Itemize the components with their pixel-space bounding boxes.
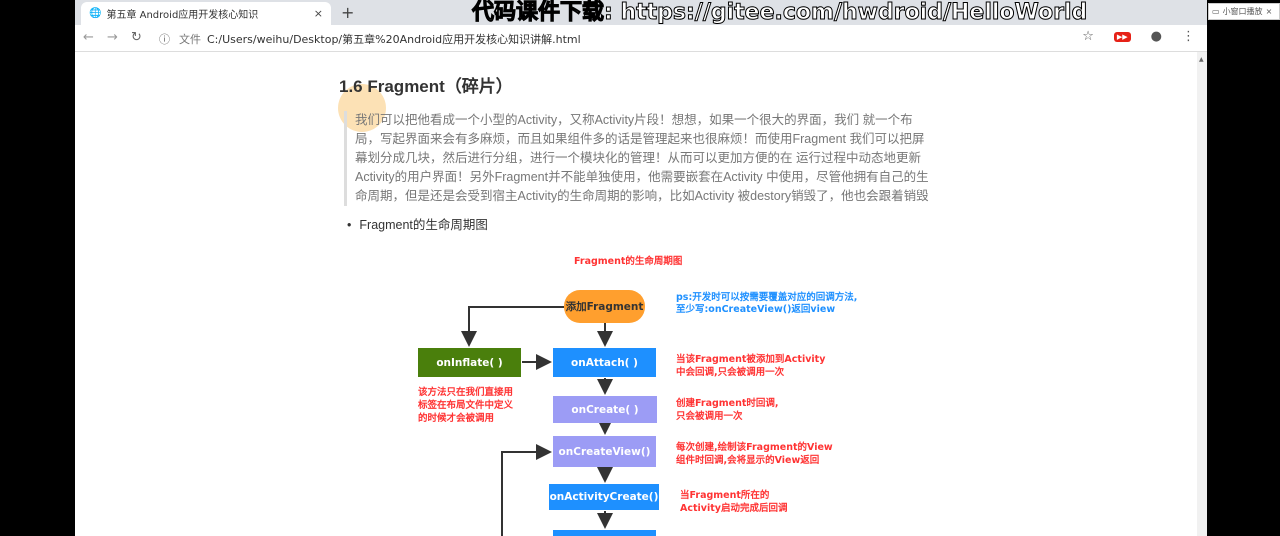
onattach-node: onAttach( ) [553,348,656,377]
forward-icon[interactable]: → [107,30,118,45]
loop-arrow [501,444,552,536]
oncreateview-node: onCreateView() [553,436,656,467]
vertical-scrollbar[interactable]: ▲ [1197,52,1207,536]
file-label: 文件 [179,33,201,46]
tab-title: 第五章 Android应用开发核心知识 [106,10,259,21]
oncreateview-note: 每次创建,绘制该Fragment的View 组件时回调,会将显示的View返回 [676,442,833,466]
tab-active[interactable]: 🌐 第五章 Android应用开发核心知识 × [81,2,331,25]
scroll-up-icon[interactable]: ▲ [1199,56,1204,63]
onactivitycreate-note: 当Fragment所在的 Activity启动完成后回调 [680,490,788,514]
page-heading: 1.6 Fragment（碎片） [339,77,513,96]
info-icon[interactable]: ⓘ [159,33,170,46]
tab-bar: 🌐 第五章 Android应用开发核心知识 × + [75,0,1207,25]
youtube-icon[interactable]: ▶▶ [1113,31,1131,42]
next-lifecycle-node [553,530,656,536]
menu-icon[interactable]: ⋮ [1182,29,1195,44]
oncreate-note: 创建Fragment时回调, 只会被调用一次 [676,398,779,422]
back-icon[interactable]: ← [83,30,94,45]
popup-label[interactable]: 小窗口播放 [1222,7,1263,16]
ps-note: ps:开发时可以按需要覆盖对应的回调方法, 至少写:onCreateView()… [676,292,858,315]
lifecycle-diagram: Fragment的生命周期图 添加Fragment ps:开发时可以按需要覆盖对… [75,250,1207,536]
diagram-title: Fragment的生命周期图 [574,256,683,267]
oninflate-node: onInflate( ) [418,348,521,377]
globe-icon: 🌐 [89,8,102,19]
url-input[interactable]: 文件 C:/Users/weihu/Desktop/第五章%20Android应用… [179,31,581,47]
onactivitycreate-node: onActivityCreate() [549,484,659,510]
pip-icon: ▭ [1212,7,1220,16]
intro-quote: 我们可以把他看成一个小型的Activity，又称Activity片段！想想，如果… [344,111,934,206]
oninflate-note: 该方法只在我们直接用 标签在布局文件中定义 的时候才会被调用 [418,387,514,424]
reload-icon[interactable]: ↻ [131,30,142,45]
account-icon[interactable]: ● [1150,29,1162,44]
oncreate-node: onCreate( ) [553,396,657,423]
mini-window-popup[interactable]: ▭ 小窗口播放 × [1208,3,1280,20]
page-content: 1.6 Fragment（碎片） 我们可以把他看成一个小型的Activity，又… [339,76,939,536]
add-fragment-node: 添加Fragment [564,290,645,323]
tab-close-icon[interactable]: × [313,7,323,20]
diagram-arrows [461,306,613,536]
watermark: 代码课件下载: https://gitee.com/hwdroid/HelloW… [471,0,1088,26]
url-text: C:/Users/weihu/Desktop/第五章%20Android应用开发… [207,33,581,46]
browser-window: 🌐 第五章 Android应用开发核心知识 × + ← → ↻ ⓘ 文件 C:/U… [75,0,1207,536]
bullet-item: Fragment的生命周期图 [347,216,939,235]
arrow-to-oninflate [461,306,564,347]
star-icon[interactable]: ☆ [1082,29,1094,44]
new-tab-button[interactable]: + [341,3,355,22]
address-bar-row: ← → ↻ ⓘ 文件 C:/Users/weihu/Desktop/第五章%20A… [75,25,1207,52]
onattach-note: 当该Fragment被添加到Activity 中会回调,只会被调用一次 [676,354,826,378]
popup-close-icon[interactable]: × [1265,7,1273,16]
